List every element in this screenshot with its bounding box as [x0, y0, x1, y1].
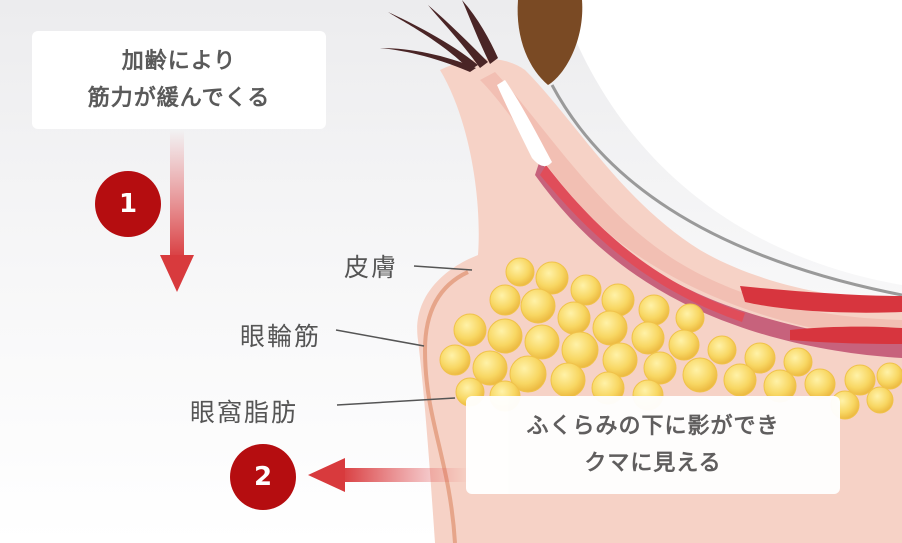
left-arrow: [308, 458, 470, 492]
label-orbital-fat: 眼窩脂肪: [190, 398, 299, 427]
label-orbicularis-muscle: 眼輪筋: [240, 322, 322, 351]
callout-shadow-line1: ふくらみの下に影ができ: [526, 414, 780, 439]
step-badge-2: 2: [230, 444, 296, 510]
callout-shadow: ふくらみの下に影ができ クマに見える: [466, 396, 840, 494]
callout-aging-line2: 筋力が緩んでくる: [87, 86, 271, 111]
label-skin: 皮膚: [344, 253, 399, 282]
step-badge-1: 1: [95, 171, 161, 237]
eyelashes: [380, 0, 498, 72]
down-arrow: [160, 130, 194, 292]
callout-shadow-line2: クマに見える: [584, 451, 722, 476]
orbital-fat: [439, 257, 902, 420]
eyelid-muscle: [535, 160, 902, 358]
callout-aging-line1: 加齢により: [121, 49, 237, 74]
eyeball: [560, 0, 902, 285]
callout-aging: 加齢により 筋力が緩んでくる: [32, 31, 326, 129]
eyebrow: [517, 0, 583, 85]
